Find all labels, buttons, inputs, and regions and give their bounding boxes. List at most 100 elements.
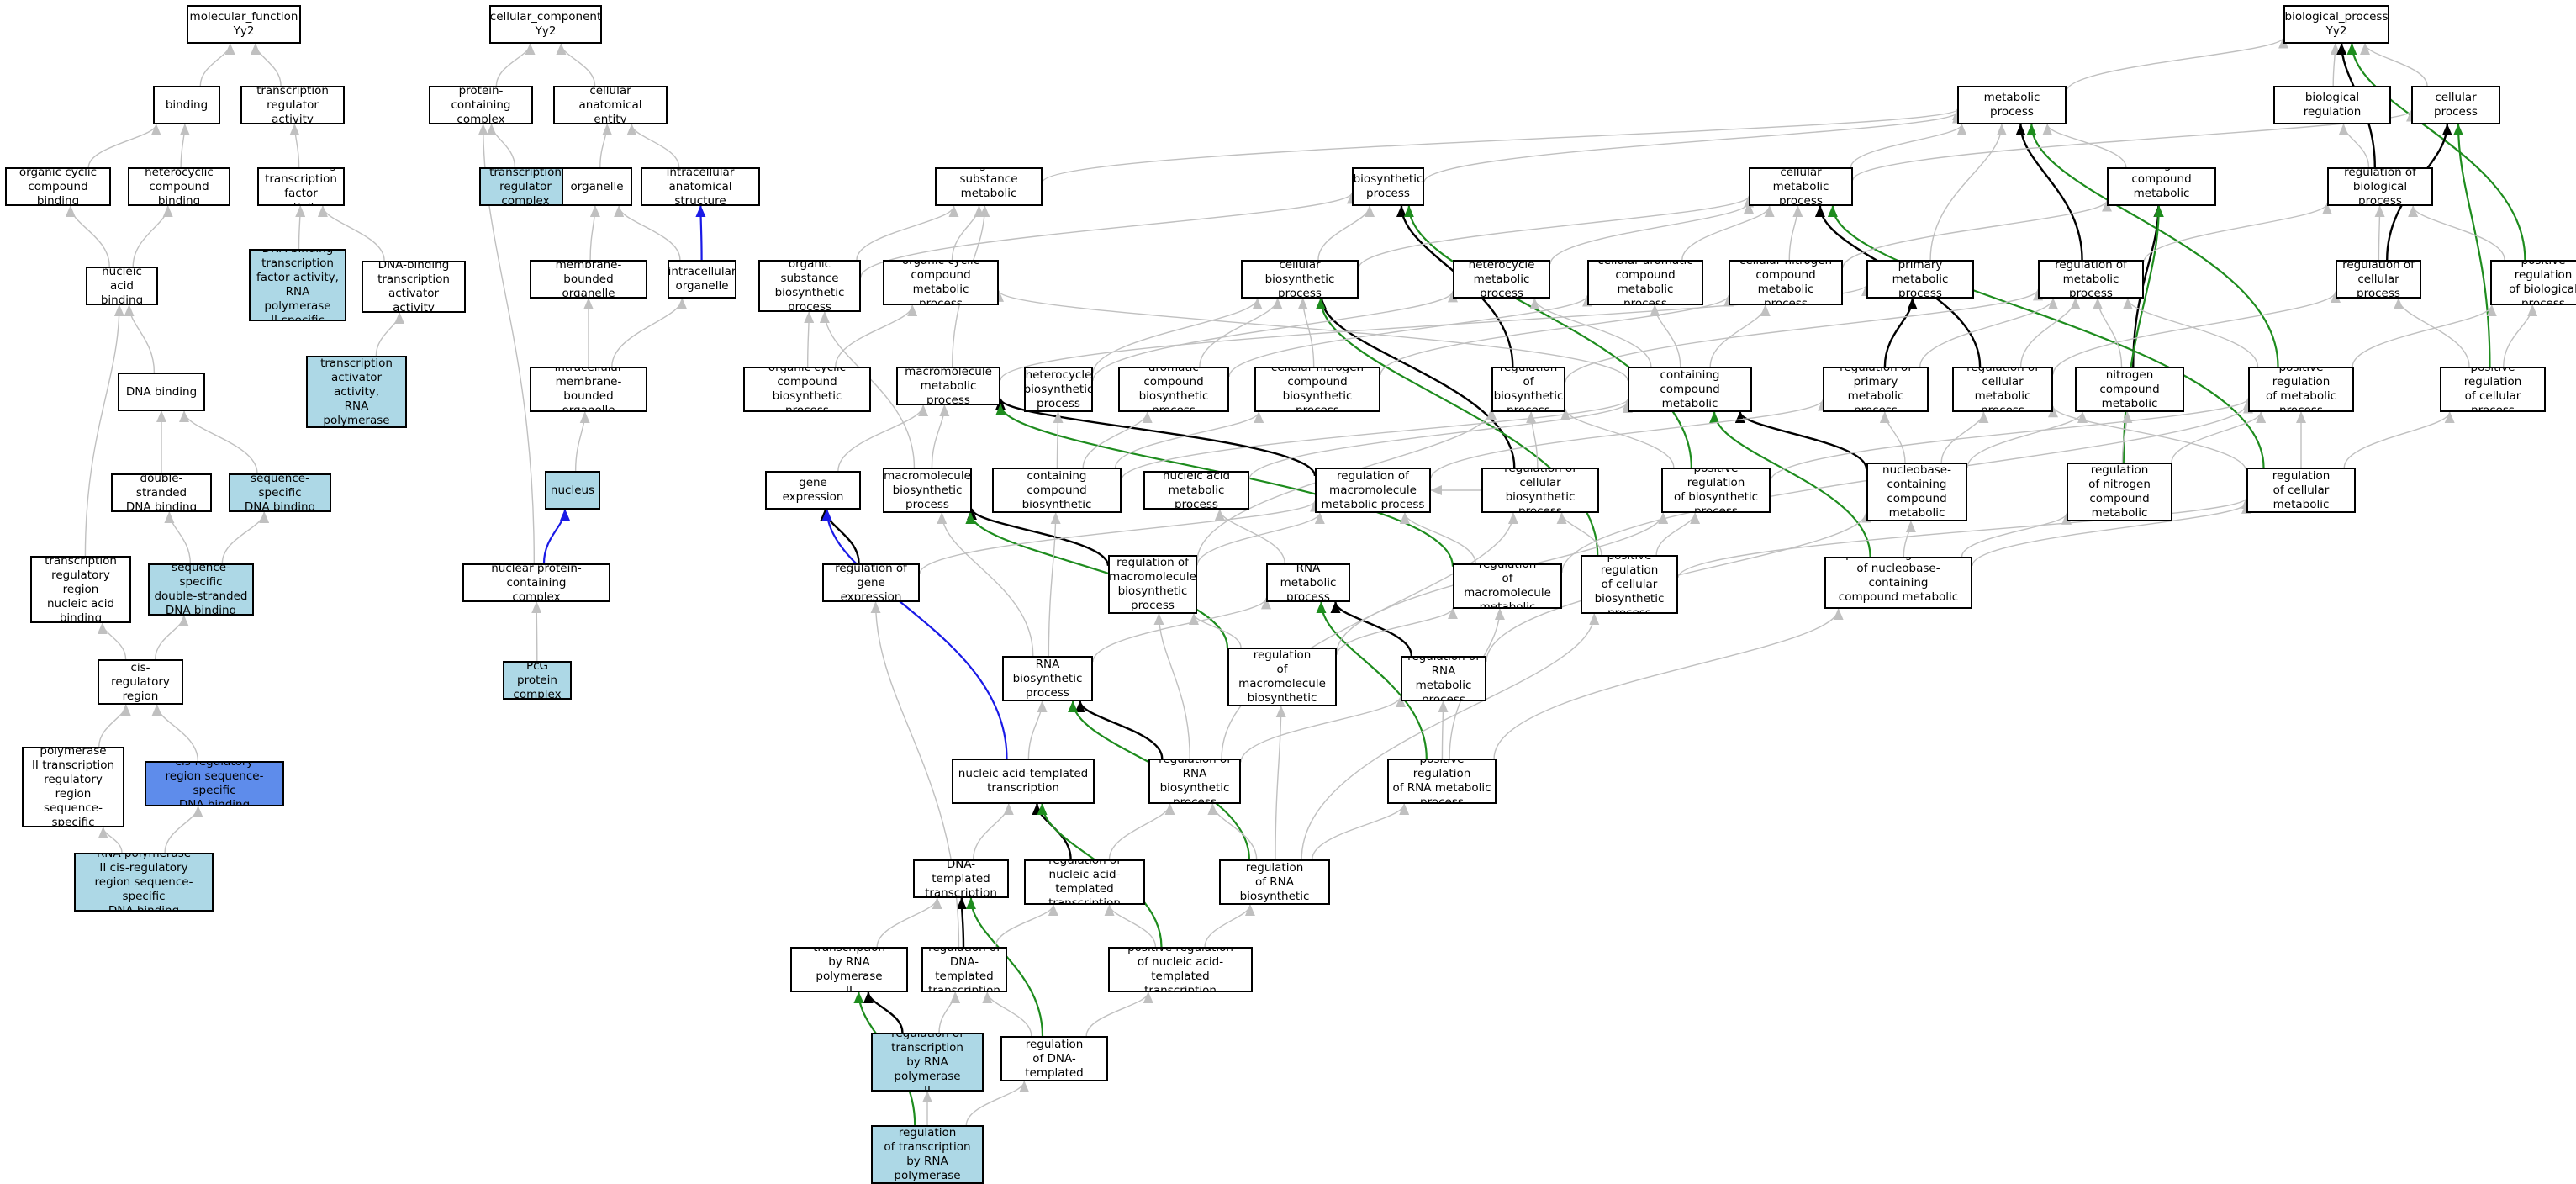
go-term-node-hmp[interactable]: heterocycle metabolic process xyxy=(1453,260,1550,299)
go-term-node-nab[interactable]: nucleic acid binding xyxy=(86,267,158,305)
go-term-node-prrnamp[interactable]: positive regulation of RNA metabolic pro… xyxy=(1387,758,1497,804)
go-term-node-cncbp[interactable]: cellular nitrogen compound biosynthetic … xyxy=(1254,367,1380,412)
go-term-node-pcc[interactable]: protein-containing complex xyxy=(429,86,533,124)
go-term-node-cmp[interactable]: cellular metabolic process xyxy=(1749,167,1853,206)
go-term-node-dbtfa2[interactable]: DNA-binding transcription factor activit… xyxy=(249,249,346,321)
go-term-node-cacmp[interactable]: cellular aromatic compound metabolic pro… xyxy=(1587,260,1703,305)
edge-biosyn-to-mp xyxy=(1423,111,1962,182)
go-term-node-nbcmp[interactable]: nucleobase-containing compound metabolic… xyxy=(1628,367,1752,412)
go-term-node-prmbp[interactable]: positive regulation of macromolecule bio… xyxy=(1227,648,1337,706)
go-term-node-ssdb[interactable]: sequence-specific DNA binding xyxy=(229,473,331,512)
edge-cmp-to-mp xyxy=(1850,124,1967,168)
go-term-node-occbp[interactable]: organic cyclic compound biosynthetic pro… xyxy=(743,367,871,412)
go-term-node-occmp[interactable]: organic cyclic compound metabolic proces… xyxy=(883,260,999,305)
go-term-node-prnatt[interactable]: positive regulation of nucleic acid-temp… xyxy=(1108,947,1253,992)
go-term-node-rrnamp[interactable]: regulation of RNA metabolic process xyxy=(1401,656,1486,701)
go-term-node-prcmp[interactable]: positive regulation of cellular metaboli… xyxy=(2246,468,2356,513)
go-term-node-cbp[interactable]: cellular biosynthetic process xyxy=(1241,260,1359,299)
go-term-node-imbo[interactable]: intracellular membrane-bounded organelle xyxy=(530,367,647,412)
go-term-node-breg[interactable]: biological regulation xyxy=(2273,86,2391,124)
go-term-node-prrnabp[interactable]: positive regulation of RNA biosynthetic … xyxy=(1219,859,1330,905)
go-term-node-rpmp[interactable]: regulation of primary metabolic process xyxy=(1823,367,1929,412)
go-term-node-dnab[interactable]: DNA binding xyxy=(118,373,205,411)
go-term-node-biosyn[interactable]: biosynthetic process xyxy=(1352,167,1424,206)
go-term-node-osbp[interactable]: organic substance biosynthetic process xyxy=(758,260,861,312)
go-term-node-rbiosyn[interactable]: regulation of biosynthetic process xyxy=(1491,367,1565,412)
go-term-node-rnatt[interactable]: regulation of nucleic acid-templated tra… xyxy=(1024,859,1145,905)
go-term-node-cp[interactable]: cellular process xyxy=(2411,86,2500,124)
go-term-node-rdtt[interactable]: regulation of DNA-templated transcriptio… xyxy=(921,947,1007,992)
go-term-node-rmbp[interactable]: regulation of macromolecule biosynthetic… xyxy=(1108,555,1197,614)
edge-rnatt-to-rrnabp xyxy=(1108,803,1175,860)
go-term-node-mmp[interactable]: macromolecule metabolic process xyxy=(896,367,1000,405)
go-term-node-occb[interactable]: organic cyclic compound binding xyxy=(5,167,111,206)
go-term-node-bp[interactable]: biological_process Yy2 xyxy=(2283,5,2389,44)
go-term-node-rtrnap2[interactable]: regulation of transcription by RNA polym… xyxy=(871,1033,984,1092)
go-term-node-rcp[interactable]: regulation of cellular process xyxy=(2336,260,2421,299)
go-term-node-namp[interactable]: nucleic acid metabolic process xyxy=(1143,471,1249,510)
go-term-node-cae[interactable]: cellular anatomical entity xyxy=(553,86,668,124)
go-term-node-rnabp[interactable]: RNA biosynthetic process xyxy=(1002,656,1093,701)
edge-prmp-to-rmp xyxy=(2122,298,2259,367)
go-term-node-hbp[interactable]: heterocycle biosynthetic process xyxy=(1024,367,1093,412)
go-term-node-crrssdb[interactable]: cis-regulatory region sequence-specific … xyxy=(145,761,284,806)
go-term-node-prnbcmp[interactable]: positive regulation of nucleobase-contai… xyxy=(1824,557,1972,609)
go-term-node-dsdb[interactable]: double-stranded DNA binding xyxy=(111,473,212,512)
go-term-node-ssdsdb[interactable]: sequence-specific double-stranded DNA bi… xyxy=(148,563,254,616)
go-term-node-trrnab[interactable]: transcription regulatory region nucleic … xyxy=(30,556,131,623)
go-term-node-nucleus[interactable]: nucleus xyxy=(545,471,600,510)
go-term-node-tra[interactable]: transcription regulator activity xyxy=(240,86,345,124)
go-term-node-prmp[interactable]: positive regulation of metabolic process xyxy=(2248,367,2354,412)
go-term-node-prbp[interactable]: positive regulation of biological proces… xyxy=(2490,260,2576,305)
go-term-node-mbp[interactable]: macromolecule biosynthetic process xyxy=(883,468,972,513)
go-term-node-rcmp[interactable]: regulation of cellular metabolic process xyxy=(1952,367,2053,412)
go-term-node-rrnabp[interactable]: regulation of RNA biosynthetic process xyxy=(1148,758,1241,804)
edge-rnap2crr-to-crrssdb xyxy=(164,806,203,854)
go-term-node-organelle[interactable]: organelle xyxy=(562,167,632,206)
go-term-node-prcp[interactable]: positive regulation of cellular process xyxy=(2440,367,2546,412)
go-term-node-prcbp[interactable]: positive regulation of cellular biosynth… xyxy=(1581,555,1678,614)
go-term-node-dbtaa2[interactable]: DNA-binding transcription activator acti… xyxy=(306,356,407,428)
edge-rrnabp-to-rmbp xyxy=(1153,613,1190,759)
go-term-node-rmp[interactable]: regulation of metabolic process xyxy=(2038,260,2144,299)
go-term-node-mp[interactable]: metabolic process xyxy=(1957,86,2067,124)
go-term-node-ias[interactable]: intracellular anatomical structure xyxy=(641,167,760,206)
edge-prcp-to-prbp xyxy=(2503,304,2538,367)
go-term-node-cncmp[interactable]: cellular nitrogen compound metabolic pro… xyxy=(1729,260,1843,305)
go-term-node-rnap2crr[interactable]: RNA polymerase II cis-regulatory region … xyxy=(74,853,214,912)
go-term-node-prbiosyn[interactable]: positive regulation of biosynthetic proc… xyxy=(1661,468,1771,513)
go-term-node-osmp[interactable]: organic substance metabolic process xyxy=(935,167,1043,206)
go-term-node-trc[interactable]: transcription regulator complex xyxy=(479,167,572,206)
go-term-node-rnbcmp[interactable]: regulation of nucleobase-containing comp… xyxy=(1866,462,1967,521)
go-term-node-pcg[interactable]: PcG protein complex xyxy=(503,661,572,700)
go-term-node-rmmp[interactable]: regulation of macromolecule metabolic pr… xyxy=(1315,468,1431,513)
go-term-node-hcb[interactable]: heterocyclic compound binding xyxy=(128,167,230,206)
go-term-node-ncmp[interactable]: nitrogen compound metabolic process xyxy=(2107,167,2216,206)
go-term-node-mbo[interactable]: membrane-bounded organelle xyxy=(530,260,647,299)
go-term-node-rbp[interactable]: regulation of biological process xyxy=(2327,167,2433,206)
go-term-node-prtrnap2[interactable]: positive regulation of transcription by … xyxy=(871,1125,984,1184)
go-term-node-npcc[interactable]: nuclear protein-containing complex xyxy=(462,563,610,602)
go-term-node-trnap2[interactable]: transcription by RNA polymerase II xyxy=(790,947,908,992)
go-term-node-rncmp[interactable]: regulation of nitrogen compound metaboli… xyxy=(2075,367,2184,412)
go-term-node-ge[interactable]: gene expression xyxy=(765,471,861,510)
go-term-node-binding[interactable]: binding xyxy=(153,86,220,124)
go-term-node-rge[interactable]: regulation of gene expression xyxy=(822,563,920,602)
go-term-node-prncmp[interactable]: positive regulation of nitrogen compound… xyxy=(2067,462,2172,521)
go-term-node-dbtfa[interactable]: DNA-binding transcription factor activit… xyxy=(257,167,345,206)
go-term-node-rnap2trr[interactable]: RNA polymerase II transcription regulato… xyxy=(22,747,124,827)
go-term-node-rnamp[interactable]: RNA metabolic process xyxy=(1266,563,1350,602)
go-term-node-prdtt[interactable]: positive regulation of DNA-templated tra… xyxy=(1000,1036,1108,1081)
go-term-node-mf[interactable]: molecular_function Yy2 xyxy=(187,5,301,44)
go-term-node-rcbp[interactable]: regulation of cellular biosynthetic proc… xyxy=(1481,468,1599,513)
go-term-node-nbcbp[interactable]: nucleobase-containing compound biosynthe… xyxy=(992,468,1122,513)
go-term-node-cc[interactable]: cellular_component Yy2 xyxy=(489,5,602,44)
go-term-node-natt[interactable]: nucleic acid-templated transcription xyxy=(952,758,1095,804)
go-term-node-tcrb[interactable]: transcription cis-regulatory region bind… xyxy=(98,659,183,705)
go-term-node-io[interactable]: intracellular organelle xyxy=(668,260,736,299)
go-term-node-dtt[interactable]: DNA-templated transcription xyxy=(913,859,1009,898)
go-term-node-acbp[interactable]: aromatic compound biosynthetic process xyxy=(1118,367,1229,412)
go-term-node-dbtaa[interactable]: DNA-binding transcription activator acti… xyxy=(362,261,466,313)
go-term-node-prmmp[interactable]: positive regulation of macromolecule met… xyxy=(1453,563,1562,609)
go-term-node-pmp[interactable]: primary metabolic process xyxy=(1866,260,1974,299)
